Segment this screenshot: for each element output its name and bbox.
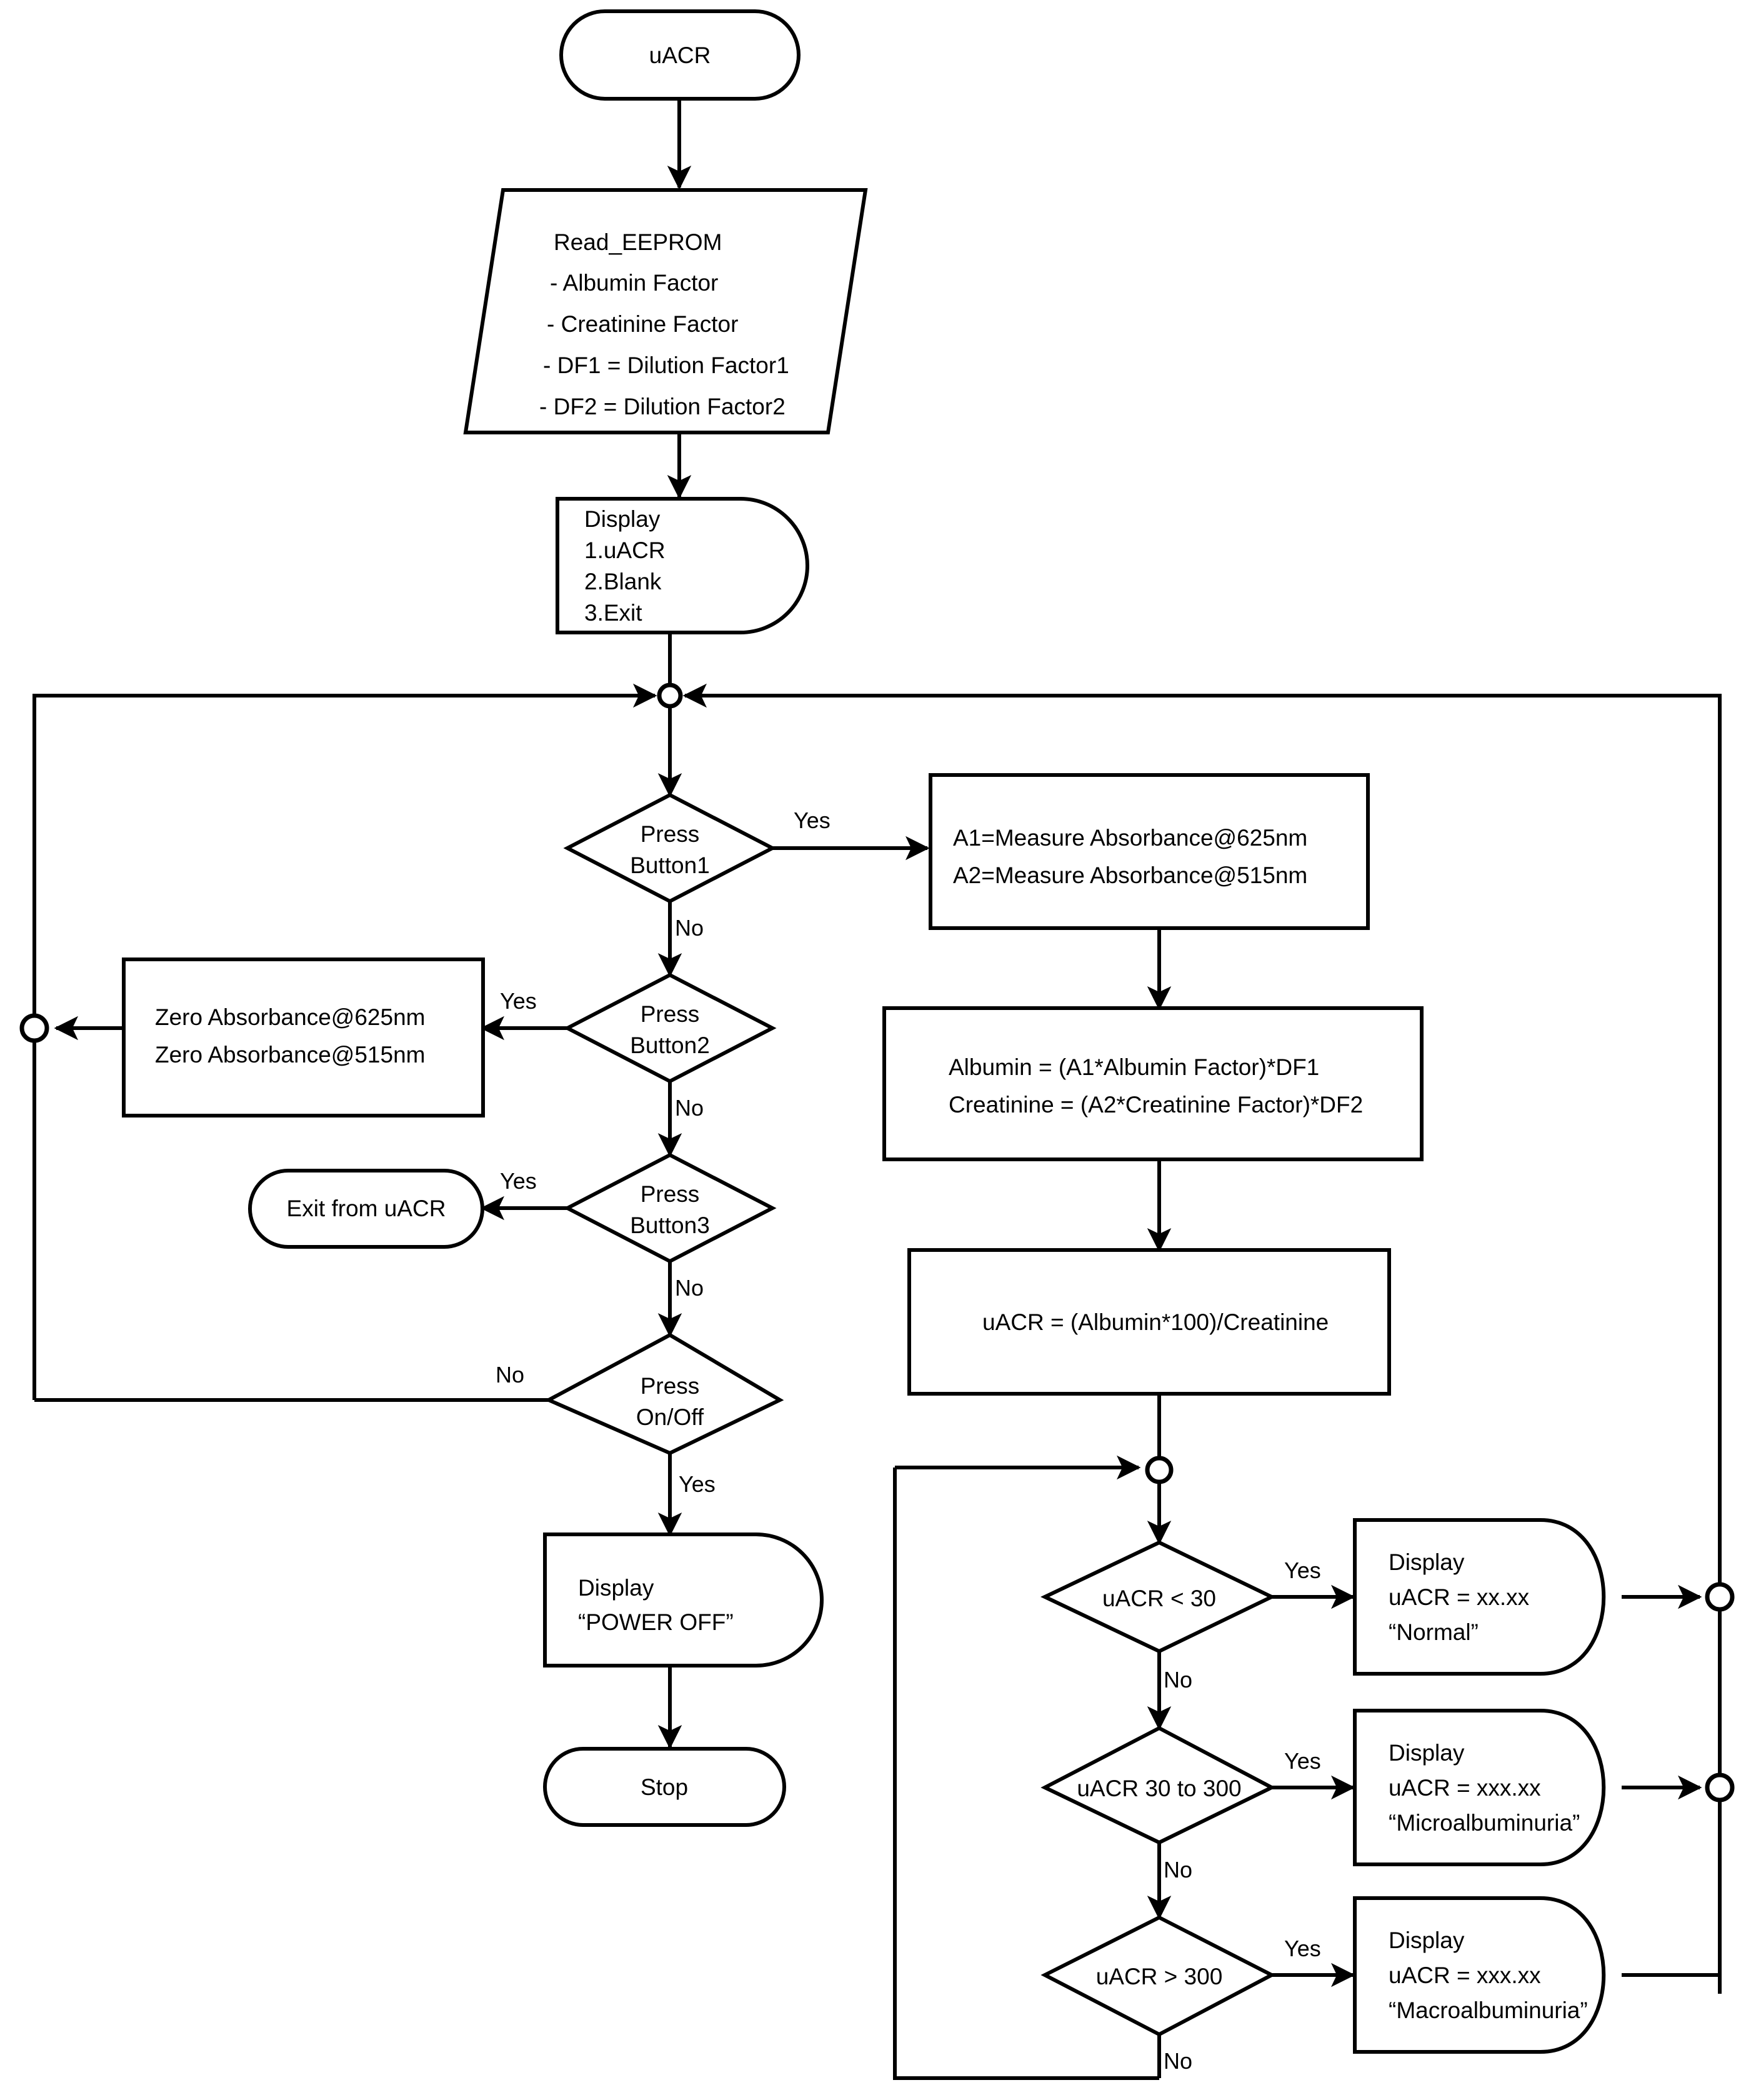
- node-zero-absorbance-line-0: Zero Absorbance@625nm: [155, 1004, 425, 1030]
- node-press-button1: Press Button1: [563, 792, 777, 904]
- node-display-menu: Display 1.uACR 2.Blank 3.Exit: [556, 497, 809, 634]
- edge-label-30300-yes: Yes: [1284, 1748, 1321, 1774]
- node-uacr-lt-30: uACR < 30: [1040, 1540, 1276, 1654]
- edge-loop-left-rail-upper: [32, 694, 634, 1018]
- node-compute-conc-line-1: Creatinine = (A2*Creatinine Factor)*DF2: [949, 1092, 1363, 1118]
- node-zero-absorbance-line-1: Zero Absorbance@515nm: [155, 1042, 425, 1068]
- node-measure-absorbance-line-0: A1=Measure Absorbance@625nm: [953, 825, 1307, 851]
- node-compute-conc: Albumin = (A1*Albumin Factor)*DF1 Creati…: [882, 1006, 1424, 1161]
- node-measure-absorbance: A1=Measure Absorbance@625nm A2=Measure A…: [929, 773, 1370, 930]
- junction-left-loop: [19, 1013, 49, 1043]
- edge-label-30300-no: No: [1164, 1857, 1192, 1882]
- node-display-menu-line-1: 1.uACR: [584, 538, 666, 563]
- node-compute-uacr-line-0: uACR = (Albumin*100)/Creatinine: [982, 1309, 1329, 1335]
- node-read-eeprom: Read_EEPROM - Albumin Factor - Creatinin…: [463, 188, 868, 434]
- node-display-macro-line-0: Display: [1389, 1928, 1465, 1953]
- node-press-button3-line-1: Button3: [630, 1212, 710, 1238]
- node-compute-conc-line-0: Albumin = (A1*Albumin Factor)*DF1: [949, 1054, 1319, 1080]
- node-display-macro-line-1: uACR = xxx.xx: [1389, 1962, 1541, 1988]
- edge-label-onoff-yes: Yes: [679, 1471, 716, 1497]
- node-stop-label: Stop: [641, 1774, 688, 1800]
- edge-label-lt30-yes: Yes: [1284, 1558, 1321, 1583]
- node-press-onoff: Press On/Off: [544, 1332, 784, 1456]
- node-read-eeprom-line-2: - Creatinine Factor: [547, 311, 738, 337]
- node-start: uACR: [559, 9, 801, 101]
- node-start-label: uACR: [649, 42, 711, 68]
- node-press-button1-line-0: Press: [641, 821, 700, 847]
- node-uacr-30-300: uACR 30 to 300: [1040, 1726, 1276, 1845]
- node-display-power-off-line-1: “POWER OFF”: [578, 1609, 734, 1635]
- edge-label-gt300-yes: Yes: [1284, 1936, 1321, 1961]
- node-read-eeprom-line-1: - Albumin Factor: [550, 270, 718, 296]
- edge-label-gt300-no: No: [1164, 2048, 1192, 2074]
- node-read-eeprom-line-3: - DF1 = Dilution Factor1: [543, 352, 789, 378]
- edge-label-button1-yes: Yes: [794, 808, 831, 833]
- junction-right-micro: [1705, 1772, 1735, 1802]
- node-display-power-off: Display “POWER OFF”: [543, 1532, 824, 1668]
- node-display-menu-line-3: 3.Exit: [584, 600, 642, 626]
- node-press-button3: Press Button3: [563, 1152, 777, 1264]
- node-display-normal: Display uACR = xx.xx “Normal”: [1353, 1518, 1606, 1676]
- node-display-menu-line-0: Display: [584, 506, 661, 532]
- edge-label-button3-yes: Yes: [500, 1168, 537, 1194]
- node-display-micro: Display uACR = xxx.xx “Microalbuminuria”: [1353, 1709, 1606, 1866]
- node-display-macro-line-2: “Macroalbuminuria”: [1389, 1998, 1588, 2023]
- node-uacr-gt-300-label: uACR > 300: [1096, 1964, 1223, 1989]
- edge-label-button1-no: No: [675, 915, 704, 941]
- node-press-button2-line-0: Press: [641, 1001, 700, 1027]
- node-measure-absorbance-line-1: A2=Measure Absorbance@515nm: [953, 862, 1307, 888]
- node-display-normal-line-0: Display: [1389, 1549, 1465, 1575]
- node-display-micro-line-0: Display: [1389, 1740, 1465, 1766]
- node-read-eeprom-line-0: Read_EEPROM: [554, 229, 722, 255]
- node-uacr-lt-30-label: uACR < 30: [1102, 1586, 1216, 1611]
- node-press-button1-line-1: Button1: [630, 852, 710, 878]
- node-stop: Stop: [543, 1747, 786, 1827]
- node-press-onoff-line-1: On/Off: [636, 1404, 704, 1430]
- node-press-button2: Press Button2: [563, 972, 777, 1084]
- junction-right-normal: [1705, 1582, 1735, 1612]
- node-display-menu-line-2: 2.Blank: [584, 569, 662, 594]
- node-exit-uacr: Exit from uACR: [248, 1169, 484, 1249]
- node-press-button2-line-1: Button2: [630, 1032, 710, 1058]
- edge-label-button2-no: No: [675, 1095, 704, 1121]
- node-compute-uacr: uACR = (Albumin*100)/Creatinine: [907, 1248, 1391, 1396]
- edge-label-onoff-no: No: [496, 1362, 524, 1388]
- edge-loop-right-rail: [706, 694, 1722, 1994]
- node-display-micro-line-2: “Microalbuminuria”: [1389, 1810, 1580, 1836]
- edge-label-button2-yes: Yes: [500, 988, 537, 1014]
- node-display-normal-line-1: uACR = xx.xx: [1389, 1584, 1530, 1610]
- node-press-onoff-line-0: Press: [641, 1373, 700, 1399]
- junction-result-loop: [1145, 1456, 1174, 1484]
- edge-result-loop-rail: [893, 1468, 1159, 2080]
- node-exit-uacr-label: Exit from uACR: [287, 1196, 446, 1221]
- node-press-button3-line-0: Press: [641, 1181, 700, 1207]
- edge-label-lt30-no: No: [1164, 1667, 1192, 1692]
- edge-label-button3-no: No: [675, 1275, 704, 1301]
- node-display-power-off-line-0: Display: [578, 1575, 654, 1601]
- node-display-normal-line-2: “Normal”: [1389, 1619, 1479, 1645]
- node-display-micro-line-1: uACR = xxx.xx: [1389, 1775, 1541, 1801]
- node-uacr-30-300-label: uACR 30 to 300: [1077, 1776, 1241, 1801]
- node-zero-absorbance: Zero Absorbance@625nm Zero Absorbance@51…: [122, 958, 485, 1118]
- node-uacr-gt-300: uACR > 300: [1040, 1915, 1276, 2037]
- junction-main-loop: [657, 682, 683, 709]
- node-read-eeprom-line-4: - DF2 = Dilution Factor2: [539, 394, 786, 419]
- node-display-macro: Display uACR = xxx.xx “Macroalbuminuria”: [1353, 1896, 1606, 2054]
